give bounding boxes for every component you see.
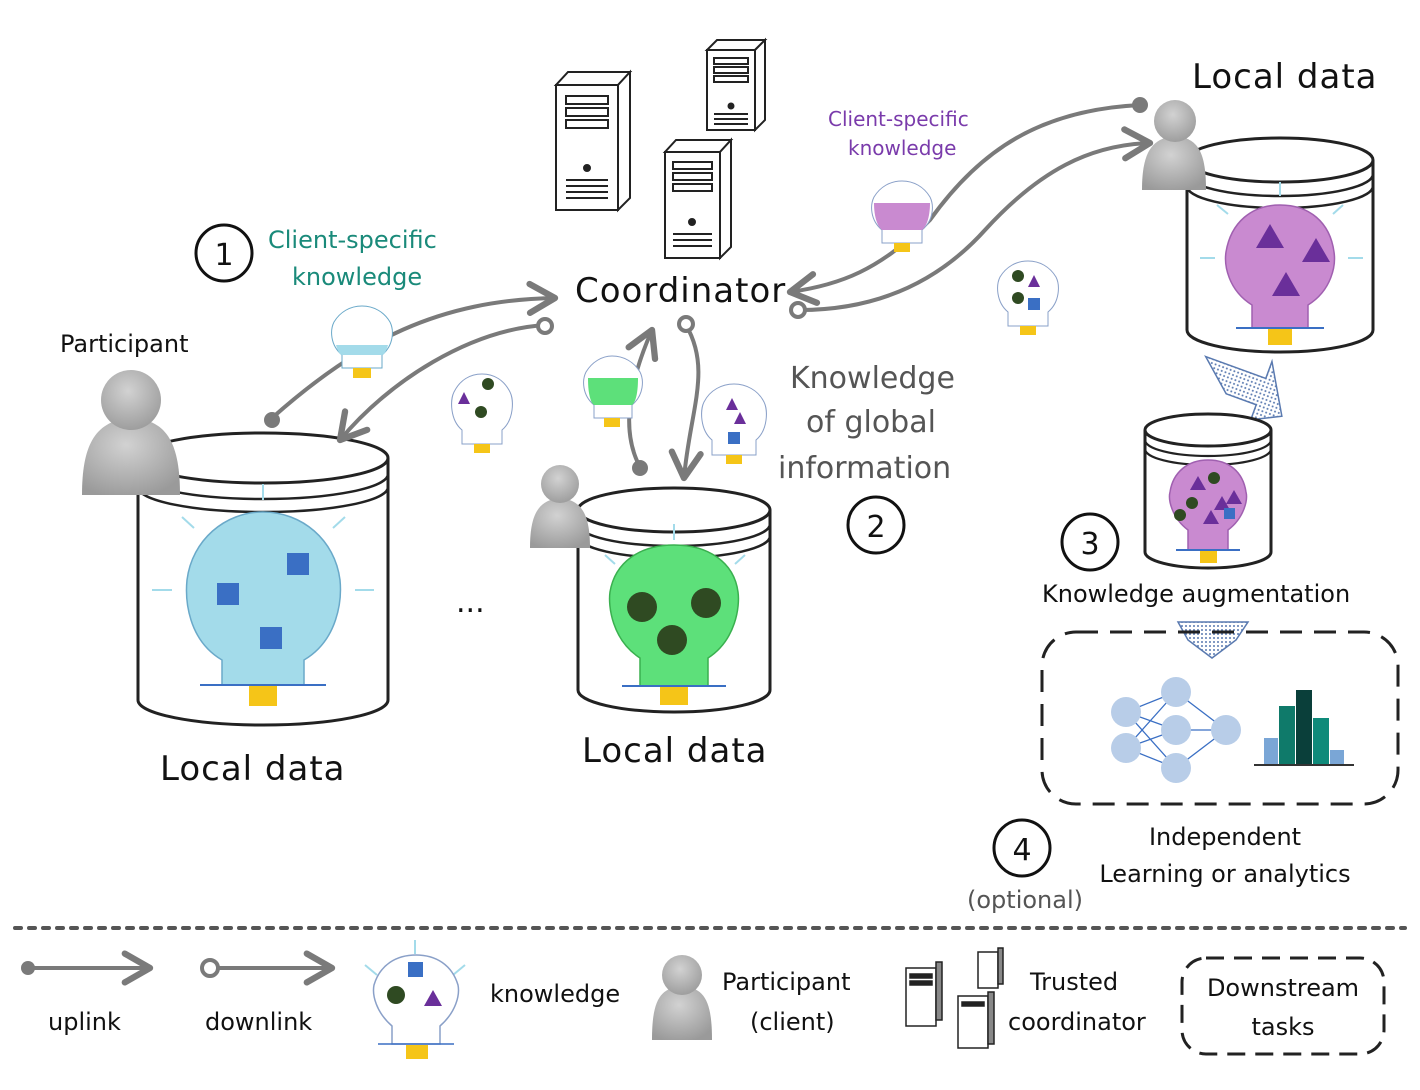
local-data-label-right: Local data (1192, 57, 1378, 97)
legend-participant-label-1: Participant (722, 968, 850, 996)
local-data-label-middle: Local data (582, 731, 768, 771)
knowledge-bulb-blue (152, 484, 374, 706)
downlink-arrow-left (336, 323, 547, 444)
legend-downlink: downlink (200, 950, 336, 1036)
step-3-badge (1060, 512, 1120, 572)
downstream-task-box (1040, 630, 1400, 806)
knowledge-bulb-mixed-left (451, 373, 513, 453)
step-2-number: 2 (866, 510, 885, 545)
legend-downstream-label-1: Downstream (1207, 974, 1359, 1002)
uplink-arrow-right (786, 103, 1142, 306)
step-3-number: 3 (1080, 527, 1099, 562)
legend-participant-icon (652, 955, 712, 1040)
legend-coordinator-label-2: coordinator (1008, 1008, 1146, 1036)
step-4-number: 4 (1012, 833, 1031, 868)
local-data-cylinder-middle (576, 486, 772, 714)
downlink-arrow-right (798, 126, 1154, 312)
knowledge-bulb-green (604, 524, 746, 705)
legend-coordinator-label-1: Trusted (1029, 968, 1118, 996)
independent-label: Independent (1149, 823, 1301, 851)
knowledge-bulb-augmented (1168, 459, 1248, 563)
client-specific-knowledge-right-1: Client-specific (828, 107, 969, 131)
knowledge-augmentation-label: Knowledge augmentation (1042, 580, 1350, 608)
legend-uplink-label: uplink (48, 1008, 121, 1036)
legend-downstream-box (1180, 956, 1386, 1056)
local-data-cylinder-right (1185, 136, 1375, 354)
optional-label: (optional) (967, 886, 1083, 914)
knowledge-bulb-purple (1200, 182, 1363, 345)
legend-uplink: uplink (21, 950, 154, 1036)
knowledge-bulb-purple-small (871, 180, 933, 252)
global-knowledge-label-2: of global (806, 405, 936, 440)
client-specific-knowledge-label-2: knowledge (292, 263, 422, 291)
local-data-label-left: Local data (160, 749, 346, 789)
knowledge-bulb-green-small (583, 355, 643, 427)
learning-analytics-label: Learning or analytics (1099, 860, 1350, 888)
legend-coordinator-icon (905, 947, 1004, 1049)
uplink-arrow-left (270, 280, 559, 420)
legend-downlink-label: downlink (205, 1008, 312, 1036)
global-knowledge-label-1: Knowledge (790, 361, 955, 396)
dotted-arrow-augment (1204, 355, 1283, 421)
step-2-badge (846, 495, 906, 555)
histogram-icon (1254, 690, 1354, 766)
local-data-cylinder-left (136, 431, 390, 727)
legend-downstream-label-2: tasks (1251, 1013, 1314, 1041)
client-specific-knowledge-label-1: Client-specific (268, 226, 437, 254)
coordinator-label: Coordinator (575, 271, 786, 311)
legend-knowledge-label: knowledge (490, 980, 620, 1008)
participant-avatar-left (82, 370, 180, 495)
server-tower-icon (553, 37, 768, 261)
participant-label: Participant (60, 330, 188, 358)
participant-avatar-middle (530, 465, 590, 548)
participant-avatar-right (1142, 100, 1206, 190)
knowledge-bulb-blue-small (331, 305, 393, 378)
step-1-number: 1 (214, 238, 233, 273)
step-4-badge (992, 818, 1052, 878)
global-knowledge-label-3: information (778, 451, 951, 486)
step-1-badge (194, 223, 254, 283)
knowledge-bulb-mixed-middle (701, 383, 767, 464)
neural-network-icon (1111, 677, 1241, 783)
ellipsis: ... (456, 585, 485, 620)
downlink-arrow-middle (668, 323, 704, 482)
legend-knowledge-bulb (364, 940, 466, 1059)
client-specific-knowledge-right-2: knowledge (848, 136, 956, 160)
dotted-arrow-downstream (1176, 621, 1250, 659)
legend-participant-label-2: (client) (750, 1008, 835, 1036)
knowledge-bulb-mixed-right (997, 260, 1059, 335)
augmented-data-cylinder (1143, 412, 1273, 570)
